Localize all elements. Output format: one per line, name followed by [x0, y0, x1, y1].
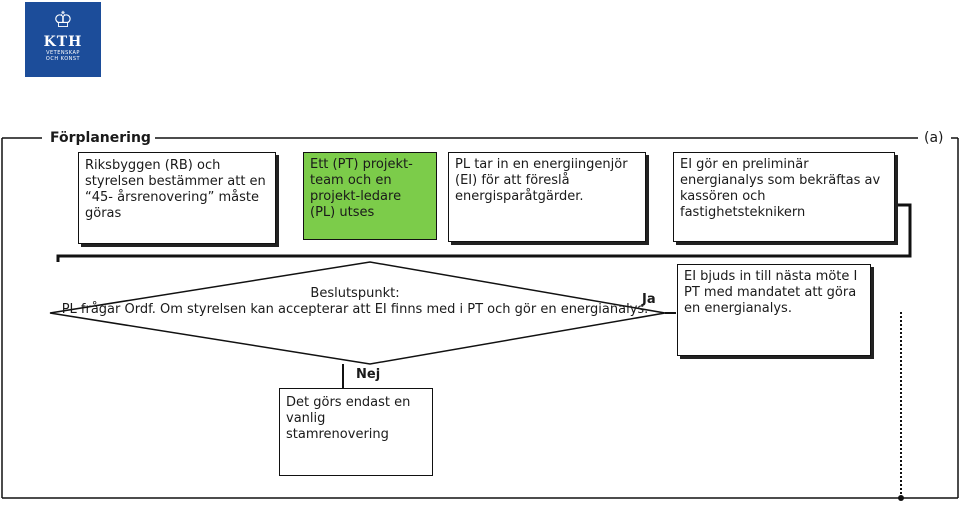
- box-invite-engineer: EI bjuds in till nästa möte I PT med man…: [677, 264, 871, 356]
- no-label: Nej: [356, 367, 381, 382]
- box-standard-renovation: Det görs endast en vanlig stamrenovering: [279, 388, 433, 476]
- kth-logo: ♔ KTH VETENSKAP OCH KONST: [25, 2, 101, 77]
- box-rb-decision: Riksbyggen (RB) och styrelsen bestämmer …: [78, 152, 276, 244]
- box-preliminary-analysis: EI gör en preliminär energianalys som be…: [673, 152, 895, 242]
- decision-text: Beslutspunkt: PL frågar Ordf. Om styrels…: [60, 286, 650, 318]
- decision-body: PL frågar Ordf. Om styrelsen kan accepte…: [61, 302, 649, 317]
- box-project-team: Ett (PT) projekt-team och en projekt-led…: [303, 152, 437, 240]
- decision-title: Beslutspunkt:: [310, 286, 400, 301]
- connector-dot: [898, 495, 904, 501]
- yes-label: Ja: [642, 292, 656, 307]
- logo-line1: VETENSKAP: [46, 50, 80, 56]
- crown-icon: ♔: [53, 8, 73, 33]
- logo-line2: OCH KONST: [45, 56, 81, 62]
- connector-b4-decision: [56, 203, 912, 262]
- phase-title: Förplanering: [50, 130, 151, 146]
- phase-tag: (a): [924, 130, 944, 146]
- logo-name: KTH: [43, 34, 83, 50]
- box-energy-engineer: PL tar in en energiingenjör (EI) för att…: [448, 152, 646, 242]
